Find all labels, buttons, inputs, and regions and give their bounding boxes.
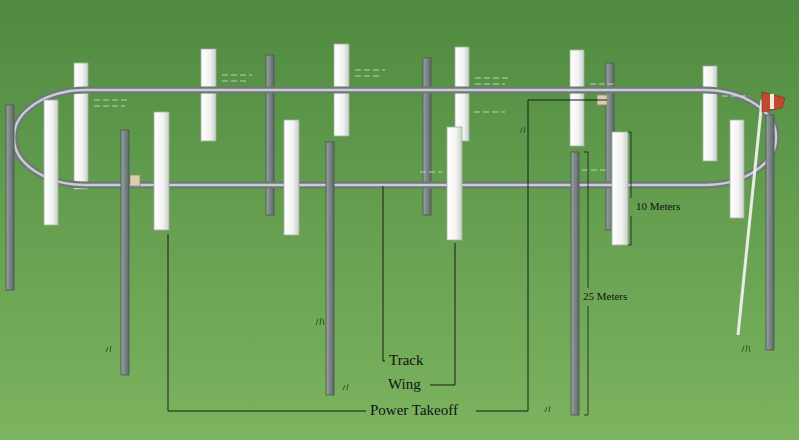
label-text: 25 Meters	[583, 290, 627, 302]
dimension-lines	[584, 132, 631, 415]
dimension-label: 10 Meters	[636, 200, 680, 213]
part-name: Power Takeoff	[370, 402, 458, 419]
grass-tufts	[106, 127, 750, 412]
power-takeoff-unit	[130, 95, 607, 186]
back-posts	[266, 55, 614, 230]
label-text: Power Takeoff	[370, 402, 458, 418]
front-posts	[6, 105, 774, 415]
dimension-label: 25 Meters	[583, 290, 627, 303]
label-text: 10 Meters	[636, 200, 680, 212]
part-name: Wing	[388, 376, 421, 393]
leader-lines	[168, 100, 607, 411]
wind-streaks	[94, 70, 750, 172]
front-wings	[44, 100, 744, 245]
label-text: Track	[389, 352, 423, 368]
windsock	[738, 92, 785, 335]
label-text: Wing	[388, 376, 421, 392]
part-name: Track	[389, 352, 423, 369]
